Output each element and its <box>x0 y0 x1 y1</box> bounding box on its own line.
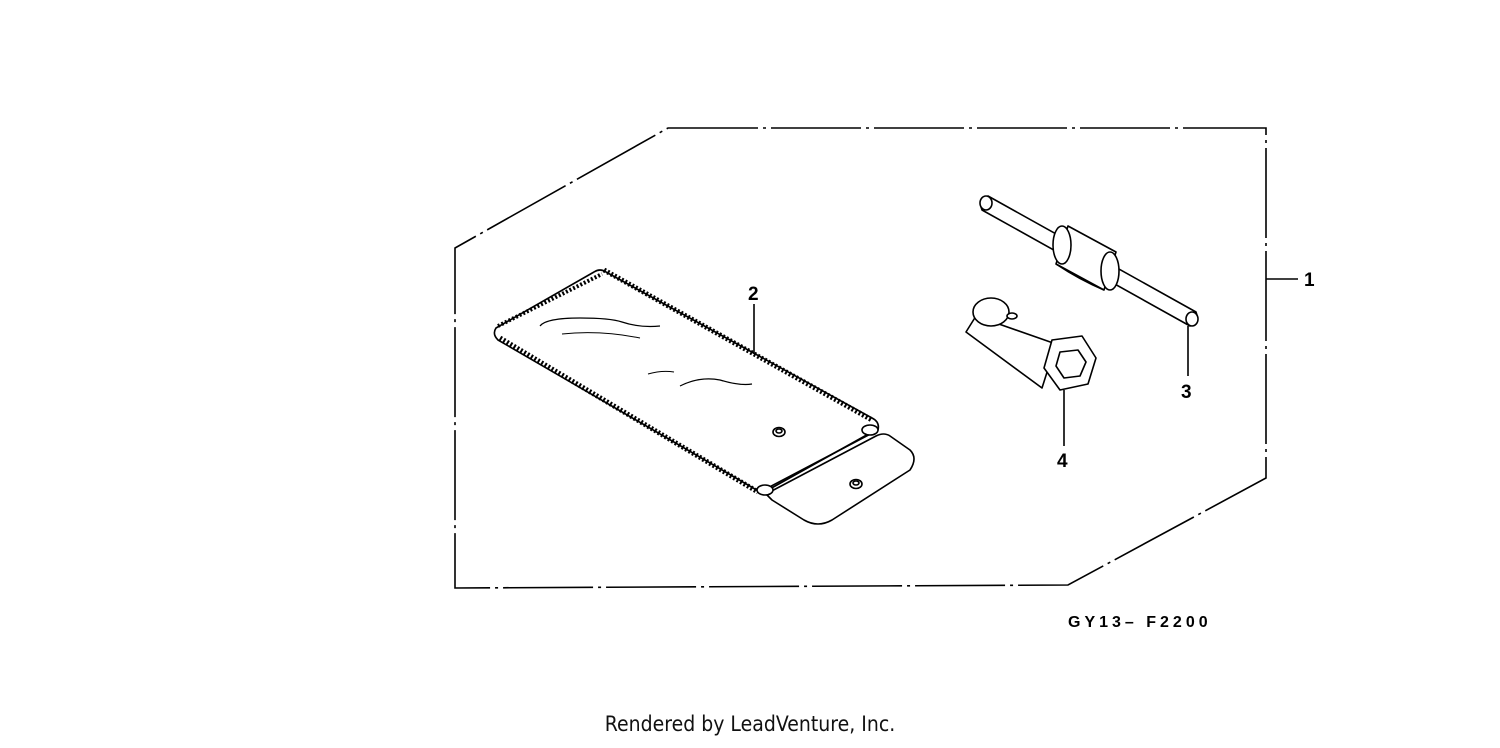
callout-label-4: 4 <box>1057 451 1068 472</box>
box-wrench-drawing <box>965 297 1097 391</box>
assembly-boundary <box>454 127 1267 589</box>
drawing-code: GY13– F2200 <box>1068 614 1212 631</box>
tool-bag-drawing <box>493 267 915 525</box>
callout-label-3: 3 <box>1181 382 1192 403</box>
callout-label-1: 1 <box>1304 270 1315 291</box>
callout-label-2: 2 <box>748 284 759 305</box>
leader-lines <box>753 278 1298 446</box>
footer-credit: Rendered by LeadVenture, Inc. <box>604 712 896 736</box>
handle-bar-drawing <box>979 195 1199 327</box>
